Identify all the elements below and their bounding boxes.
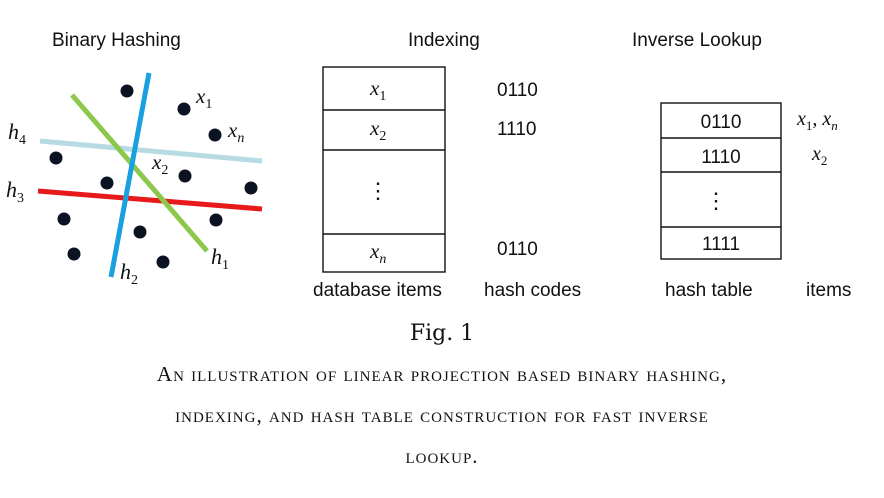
hash-table: 0110 1110 ⋮ 1111 xyxy=(660,102,782,260)
database-item-1: x1 xyxy=(369,76,386,104)
label-h2: h2 xyxy=(120,259,138,288)
hash-table-entry-2: 1110 xyxy=(701,147,740,168)
label-x1: x1 xyxy=(195,84,212,112)
hash-code-1: 0110 xyxy=(497,80,538,101)
label-h4: h4 xyxy=(8,119,26,148)
data-point xyxy=(178,169,192,183)
label-xn: xn xyxy=(227,118,244,146)
data-point xyxy=(156,255,170,269)
hyperplane-h1 xyxy=(70,93,209,253)
database-item-n: xn xyxy=(369,239,386,267)
bucket-items-2: x2 xyxy=(811,143,827,168)
database-item-2: x2 xyxy=(369,116,386,144)
indexing-title: Indexing xyxy=(408,30,480,51)
hyperplane-h3 xyxy=(37,188,263,212)
figure-label: Fig. 1 xyxy=(410,321,474,346)
label-h1: h1 xyxy=(211,244,229,273)
database-table: x1 x2 ⋮ xn xyxy=(322,66,446,273)
hash-table-entry-3: 1111 xyxy=(702,234,740,255)
binary-hashing-title: Binary Hashing xyxy=(52,30,181,51)
caption-hash-table: hash table xyxy=(665,280,753,301)
label-h3: h3 xyxy=(6,177,24,206)
caption-database-items: database items xyxy=(313,280,442,301)
data-points xyxy=(49,84,258,269)
data-point xyxy=(177,102,191,116)
caption-items: items xyxy=(806,280,851,301)
hash-code-n: 0110 xyxy=(497,239,538,260)
data-point xyxy=(100,176,114,190)
hash-table-entry-1: 0110 xyxy=(701,112,742,133)
figure-caption-line-3: lookup. xyxy=(405,444,478,468)
data-point xyxy=(57,212,71,226)
label-x2: x2 xyxy=(151,150,168,178)
data-point xyxy=(49,151,63,165)
figure-caption-line-2: indexing, and hash table construction fo… xyxy=(175,403,709,427)
hash-table-frame xyxy=(660,102,782,260)
figure-caption-line-1: An illustration of linear projection bas… xyxy=(157,362,727,386)
hashing-diagram: x1 xn x2 h4 h3 h1 h2 xyxy=(6,72,263,288)
data-point xyxy=(244,181,258,195)
hash-code-2: 1110 xyxy=(497,119,536,140)
hyperplane-h4 xyxy=(39,138,263,164)
data-point xyxy=(67,247,81,261)
hash-table-ellipsis: ⋮ xyxy=(705,189,727,214)
inverse-lookup-title: Inverse Lookup xyxy=(632,30,762,51)
hyperplane-h2 xyxy=(108,72,152,278)
data-point xyxy=(208,128,222,142)
database-table-frame xyxy=(322,66,446,273)
database-ellipsis: ⋮ xyxy=(367,179,389,204)
caption-hash-codes: hash codes xyxy=(484,280,581,301)
bucket-items-1: x1, xn xyxy=(796,108,838,133)
data-point xyxy=(120,84,134,98)
data-point xyxy=(133,225,147,239)
data-point xyxy=(209,213,223,227)
